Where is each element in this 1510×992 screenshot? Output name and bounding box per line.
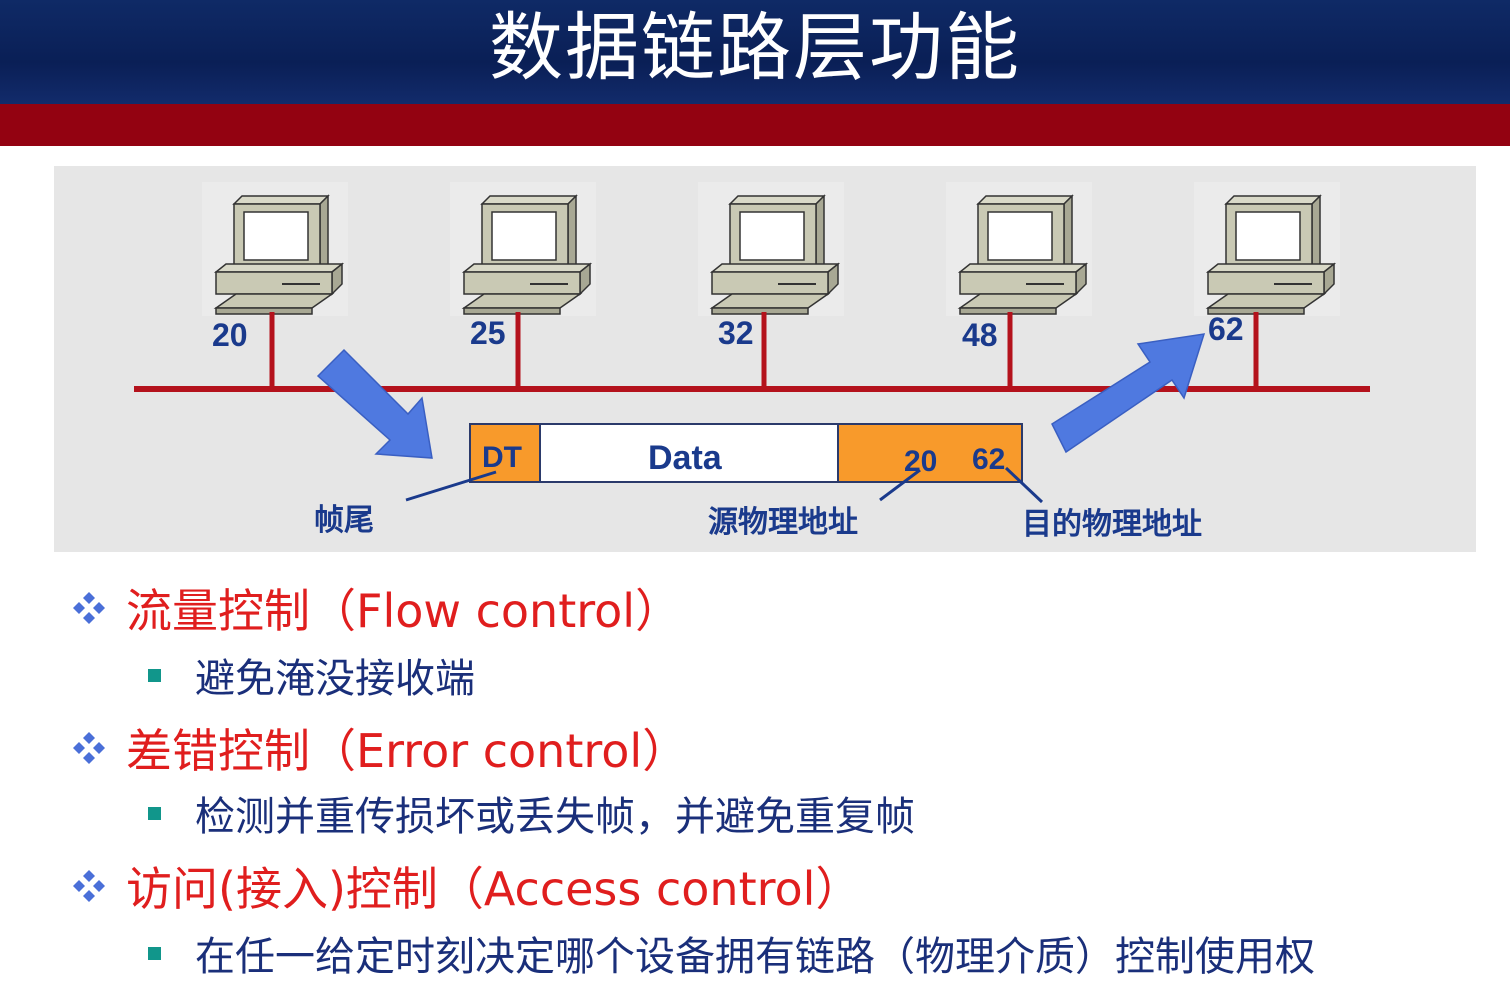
bullet-heading-text: 差错控制（Error control）	[126, 724, 689, 778]
host-computer-2	[450, 182, 596, 389]
send-arrow	[316, 348, 433, 459]
bullet-detail-text: 避免淹没接收端	[195, 656, 475, 702]
bullet-heading-text: 流量控制（Flow control）	[126, 584, 682, 638]
frame-data-label: Data	[648, 439, 723, 477]
square-bullet-icon	[148, 946, 161, 960]
page-title: 数据链路层功能	[489, 5, 1021, 91]
host-address-label: 20	[212, 317, 248, 353]
host-computer-3	[698, 182, 844, 389]
frame	[469, 423, 1023, 483]
host-address-label: 32	[718, 315, 754, 351]
bullet-list: 流量控制（Flow control） 避免淹没接收端 差错控制（Error co…	[0, 566, 1510, 992]
bullet-heading-text: 访问(接入)控制（Access control）	[126, 862, 862, 916]
square-bullet-icon	[148, 668, 161, 682]
frame-source-address: 20	[904, 445, 937, 478]
callout-line-destination	[1004, 466, 1044, 504]
host-address-label: 48	[962, 317, 998, 353]
bullet-heading-access-control: 访问(接入)控制（Access control）	[70, 856, 861, 916]
receive-arrow	[1051, 333, 1206, 454]
title-accent-band	[0, 104, 1510, 146]
bullet-detail-flow-control: 避免淹没接收端	[148, 650, 475, 702]
host-computer-1	[202, 182, 348, 389]
diamond-bullet-icon	[73, 870, 105, 902]
diamond-bullet-icon	[73, 732, 105, 764]
diamond-bullet-icon	[73, 592, 105, 624]
title-bar	[0, 0, 1510, 104]
frame-destination-address: 62	[972, 443, 1005, 476]
callout-source-label: 源物理地址	[708, 505, 858, 540]
host-address-label: 62	[1208, 311, 1244, 347]
bullet-heading-error-control: 差错控制（Error control）	[70, 718, 688, 778]
callout-trailer-label: 帧尾	[314, 503, 374, 538]
bullet-detail-access-control: 在任一给定时刻决定哪个设备拥有链路（物理介质）控制使用权	[148, 928, 1315, 980]
frame-trailer-label: DT	[482, 441, 522, 474]
callout-destination-label: 目的物理地址	[1022, 507, 1202, 542]
square-bullet-icon	[148, 806, 161, 820]
bullet-detail-error-control: 检测并重传损坏或丢失帧，并避免重复帧	[148, 788, 915, 840]
network-diagram: 20 25 32 48 62 DT Data 20 62 帧尾	[54, 166, 1476, 552]
callout-line-source	[879, 468, 921, 502]
bullet-detail-text: 在任一给定时刻决定哪个设备拥有链路（物理介质）控制使用权	[195, 934, 1315, 980]
callout-line-trailer	[405, 470, 497, 502]
host-address-label: 25	[470, 315, 506, 351]
bullet-heading-flow-control: 流量控制（Flow control）	[70, 578, 681, 638]
bullet-detail-text: 检测并重传损坏或丢失帧，并避免重复帧	[195, 794, 915, 840]
host-computer-5	[1194, 182, 1340, 389]
host-computer-4	[946, 182, 1092, 389]
